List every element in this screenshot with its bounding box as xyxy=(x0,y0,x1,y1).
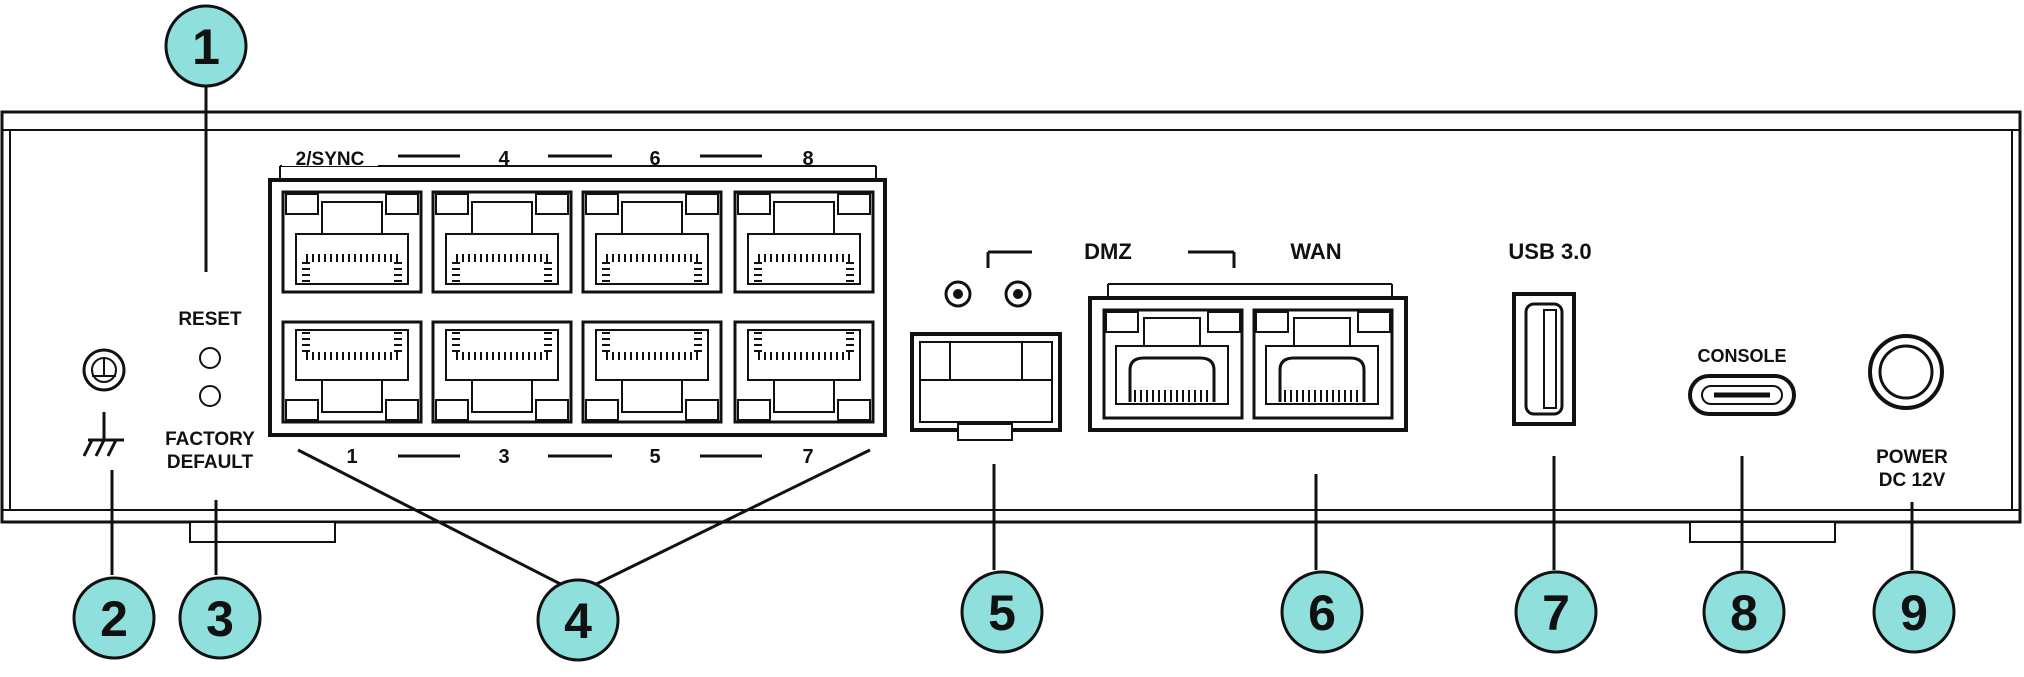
sfp-port[interactable] xyxy=(910,250,1062,441)
svg-text:2: 2 xyxy=(100,591,128,647)
port-label-7: 7 xyxy=(802,446,813,468)
port-label-1: 1 xyxy=(346,446,357,468)
power-label-2: DC 12V xyxy=(1879,470,1946,491)
callout-8: 8 xyxy=(1702,570,1786,654)
svg-text:7: 7 xyxy=(1542,585,1570,641)
svg-text:5: 5 xyxy=(988,585,1016,641)
svg-text:6: 6 xyxy=(1308,585,1336,641)
reset-led xyxy=(199,347,221,369)
reset-button-area: RESET FACTORY DEFAULT xyxy=(165,309,255,473)
port-label-2-sync: 2/SYNC xyxy=(296,149,365,170)
foot-right xyxy=(1689,521,1836,543)
foot-left xyxy=(189,521,336,543)
callout-leaders xyxy=(110,82,1914,595)
svg-text:9: 9 xyxy=(1900,585,1928,641)
power-label-1: POWER xyxy=(1876,447,1948,468)
rj45-port-8[interactable] xyxy=(733,190,875,294)
callout-1: 1 xyxy=(164,4,248,88)
factory-label-1: FACTORY xyxy=(165,429,255,450)
callout-6: 6 xyxy=(1280,570,1364,654)
svg-text:1: 1 xyxy=(192,19,220,75)
callout-3: 3 xyxy=(178,576,262,660)
power-jack[interactable]: POWER DC 12V xyxy=(1868,334,1948,491)
dmz-wan-block: DMZ WAN xyxy=(1084,239,1408,432)
reset-button[interactable] xyxy=(199,385,221,407)
port-label-6: 6 xyxy=(649,148,660,170)
rj45-port-7[interactable] xyxy=(733,320,875,424)
sfp-led-2 xyxy=(1004,280,1032,308)
lan-port-block: 2/SYNC 4 6 8 xyxy=(268,142,887,468)
factory-label-2: DEFAULT xyxy=(167,452,254,473)
callout-9: 9 xyxy=(1872,570,1956,654)
reset-label: RESET xyxy=(178,309,242,330)
usb-label: USB 3.0 xyxy=(1508,239,1591,264)
sfp-led-1 xyxy=(944,280,972,308)
svg-text:4: 4 xyxy=(564,593,592,649)
rj45-port-5[interactable] xyxy=(581,320,723,424)
rj45-port-1[interactable] xyxy=(281,320,423,424)
wan-label: WAN xyxy=(1290,239,1341,264)
callout-4: 4 xyxy=(536,578,620,662)
callout-7: 7 xyxy=(1514,570,1598,654)
port-label-5: 5 xyxy=(649,446,660,468)
svg-text:3: 3 xyxy=(206,591,234,647)
rj45-port-4[interactable] xyxy=(431,190,573,294)
rj45-port-2[interactable] xyxy=(281,190,423,294)
ground-icon xyxy=(82,348,126,457)
console-port[interactable]: CONSOLE xyxy=(1688,346,1796,416)
dmz-label: DMZ xyxy=(1084,239,1132,264)
svg-text:8: 8 xyxy=(1730,585,1758,641)
console-label: CONSOLE xyxy=(1697,346,1786,366)
callout-2: 2 xyxy=(72,576,156,660)
rj45-port-3[interactable] xyxy=(431,320,573,424)
port-label-3: 3 xyxy=(498,446,509,468)
callout-5: 5 xyxy=(960,570,1044,654)
port-label-4: 4 xyxy=(498,148,510,170)
port-label-8: 8 xyxy=(802,148,813,170)
rj45-port-6[interactable] xyxy=(581,190,723,294)
dmz-port[interactable] xyxy=(1102,308,1244,420)
usb-port[interactable]: USB 3.0 xyxy=(1508,239,1592,426)
wan-port[interactable] xyxy=(1252,308,1394,420)
